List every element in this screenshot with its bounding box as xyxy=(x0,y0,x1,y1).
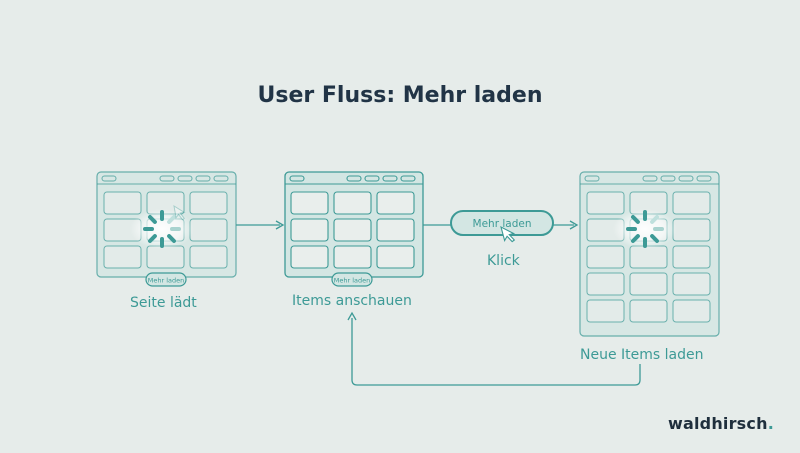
window-items-anschauen: Mehr laden xyxy=(284,171,424,287)
window-seite-laedt: Mehr laden xyxy=(96,171,237,287)
step-label-seite-laedt: Seite lädt xyxy=(130,295,197,311)
page-title: User Fluss: Mehr laden xyxy=(257,83,543,108)
window-neue-items-laden xyxy=(579,171,720,337)
cursor-arrow-icon xyxy=(500,225,516,243)
step-label-neue-items-laden: Neue Items laden xyxy=(580,347,704,363)
logo-text: waldhirsch xyxy=(668,414,768,433)
brand-logo: waldhirsch. xyxy=(668,414,774,433)
step-label-items-anschauen: Items anschauen xyxy=(292,293,412,309)
mehr-laden-button-small[interactable] xyxy=(331,272,373,287)
mehr-laden-button-small-label: Mehr laden xyxy=(334,277,371,285)
mehr-laden-button-label: Mehr laden xyxy=(473,218,532,230)
arrow-right-icon xyxy=(553,220,579,230)
spinner-icon xyxy=(143,210,181,248)
mehr-laden-button-small[interactable] xyxy=(145,272,187,287)
cursor-arrow-icon xyxy=(173,204,186,221)
step-label-klick: Klick xyxy=(487,253,520,269)
spinner-icon xyxy=(626,210,664,248)
mehr-laden-button[interactable]: Mehr laden xyxy=(450,210,554,236)
arrow-right-icon xyxy=(236,220,285,230)
mehr-laden-button-small-label: Mehr laden xyxy=(148,277,185,285)
logo-dot: . xyxy=(767,414,774,433)
loop-back-arrow xyxy=(347,311,641,386)
